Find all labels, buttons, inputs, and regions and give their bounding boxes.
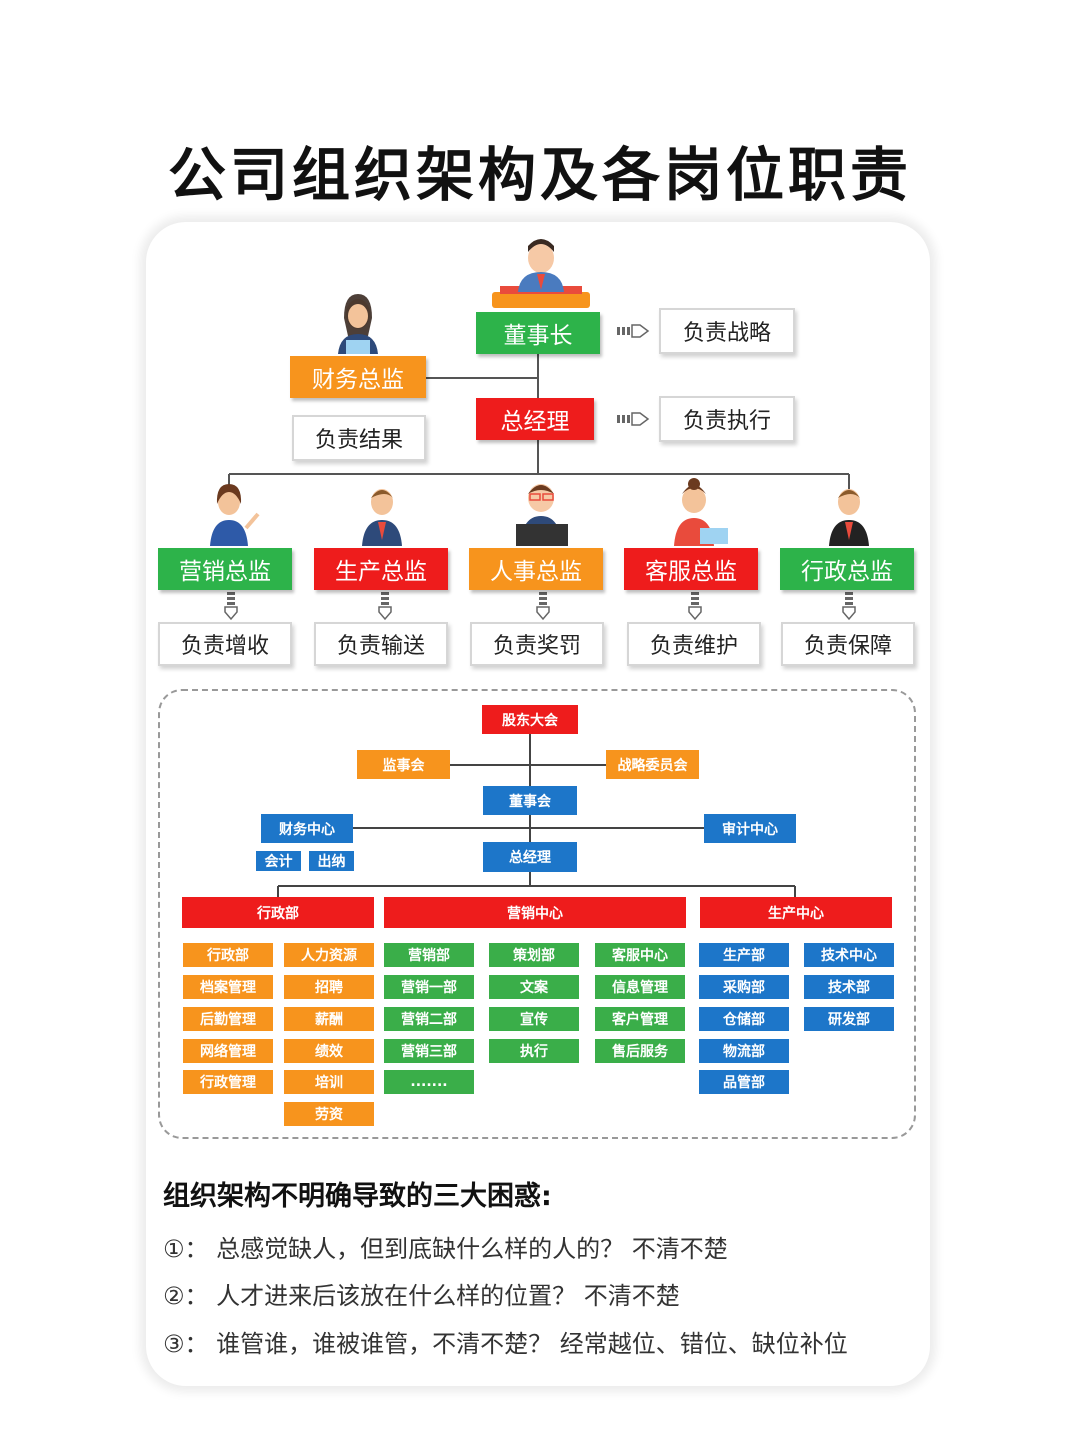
list-item: 售后服务 <box>595 1039 685 1063</box>
list-item: 行政部 <box>183 943 273 967</box>
list-item: 客户管理 <box>595 1007 685 1031</box>
arrow-down-icon <box>536 592 550 621</box>
production-center-header: 生产中心 <box>700 897 892 928</box>
gm-duty-box: 负责执行 <box>659 396 795 442</box>
admin-director-box: 行政总监 <box>780 548 914 590</box>
list-item: 绩效 <box>284 1039 374 1063</box>
problem-item-3: ③： 谁管谁，谁被谁管，不清不楚？ 经常越位、错位、缺位补位 <box>163 1330 848 1358</box>
service-duty-box: 负责维护 <box>627 622 761 666</box>
admin-dept-header: 行政部 <box>182 897 374 928</box>
problems-heading: 组织架构不明确导致的三大困惑: <box>163 1181 552 1212</box>
hr-duty-box: 负责奖罚 <box>470 622 604 666</box>
list-item: 网络管理 <box>183 1039 273 1063</box>
page-title: 公司组织架构及各岗位职责 <box>167 141 912 209</box>
finance-person-icon <box>338 294 378 354</box>
admin-person-icon <box>829 489 869 546</box>
problem-item-2: ②： 人才进来后该放在什么样的位置？ 不清不楚 <box>163 1282 680 1310</box>
list-item: 招聘 <box>284 975 374 999</box>
list-item: 物流部 <box>699 1039 789 1063</box>
finance-director-box: 财务总监 <box>290 356 426 398</box>
list-item: 人力资源 <box>284 943 374 967</box>
list-item: 行政管理 <box>183 1070 273 1094</box>
marketing-duty-box: 负责增收 <box>158 622 292 666</box>
arrow-down-icon <box>688 592 702 621</box>
marketing-center-header: 营销中心 <box>384 897 686 928</box>
list-item: 客服中心 <box>595 943 685 967</box>
finance-duty-box: 负责结果 <box>292 415 426 461</box>
list-item: 培训 <box>284 1070 374 1094</box>
list-item: 研发部 <box>804 1007 894 1031</box>
gm-box: 总经理 <box>483 842 577 872</box>
list-item: 信息管理 <box>595 975 685 999</box>
shareholders-box: 股东大会 <box>482 705 578 734</box>
accounting-box: 会计 <box>256 851 301 871</box>
supervisory-box: 监事会 <box>357 750 450 779</box>
production-person-icon <box>362 489 402 546</box>
list-item: 营销三部 <box>384 1039 474 1063</box>
service-person-icon <box>674 478 728 546</box>
list-item: 技术中心 <box>804 943 894 967</box>
list-item: 执行 <box>489 1039 579 1063</box>
hr-director-box: 人事总监 <box>469 548 603 590</box>
production-duty-box: 负责输送 <box>314 622 448 666</box>
list-item: 生产部 <box>699 943 789 967</box>
detail-chart-connectors <box>277 734 796 897</box>
chairman-duty-box: 负责战略 <box>659 308 795 354</box>
arrow-right-icon <box>617 324 650 338</box>
detail-chart-frame <box>158 689 916 1139</box>
list-item: 后勤管理 <box>183 1007 273 1031</box>
list-item: 营销二部 <box>384 1007 474 1031</box>
chairman-box: 董事长 <box>476 312 600 354</box>
list-item: ....... <box>384 1070 474 1094</box>
list-item: 营销一部 <box>384 975 474 999</box>
list-item: 劳资 <box>284 1102 374 1126</box>
marketing-director-box: 营销总监 <box>158 548 292 590</box>
list-item: 技术部 <box>804 975 894 999</box>
marketing-person-icon <box>210 484 260 546</box>
arrow-down-icon <box>224 592 238 621</box>
list-item: 薪酬 <box>284 1007 374 1031</box>
arrow-right-icon <box>617 412 650 426</box>
strategy-committee-box: 战略委员会 <box>606 750 699 779</box>
list-item: 仓储部 <box>699 1007 789 1031</box>
audit-center-box: 审计中心 <box>704 814 796 843</box>
service-director-box: 客服总监 <box>624 548 758 590</box>
hr-person-icon <box>516 484 568 546</box>
list-item: 采购部 <box>699 975 789 999</box>
arrow-down-icon <box>842 592 856 621</box>
chairman-person-icon <box>492 239 590 308</box>
top-chart-connectors <box>210 239 869 621</box>
list-item: 宣传 <box>489 1007 579 1031</box>
arrow-down-icon <box>378 592 392 621</box>
list-item: 文案 <box>489 975 579 999</box>
general-manager-box: 总经理 <box>476 398 594 440</box>
board-box: 董事会 <box>483 786 577 815</box>
list-item: 品管部 <box>699 1070 789 1094</box>
finance-center-box: 财务中心 <box>261 814 353 843</box>
cashier-box: 出纳 <box>309 851 354 871</box>
list-item: 营销部 <box>384 943 474 967</box>
production-director-box: 生产总监 <box>314 548 448 590</box>
list-item: 策划部 <box>489 943 579 967</box>
list-item: 档案管理 <box>183 975 273 999</box>
problem-item-1: ①： 总感觉缺人，但到底缺什么样的人的？ 不清不楚 <box>163 1235 728 1263</box>
admin-duty-box: 负责保障 <box>781 622 915 666</box>
